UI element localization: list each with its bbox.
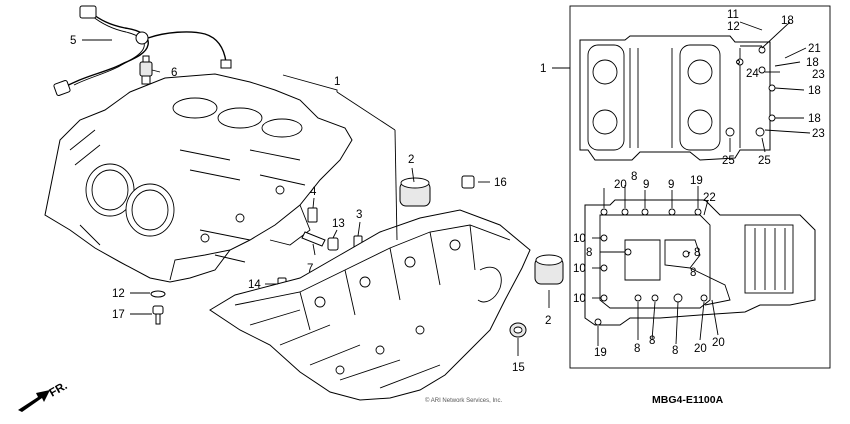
oil-pressure-switch-illustration xyxy=(139,55,153,85)
callout-12: 12 xyxy=(112,288,125,300)
callout-10-b: 10 xyxy=(573,263,586,275)
callout-8-b: 8 xyxy=(586,247,592,259)
callout-9-a: 9 xyxy=(643,179,649,191)
callout-21: 21 xyxy=(808,43,821,55)
callout-17: 17 xyxy=(112,309,125,321)
wire-harness-illustration xyxy=(53,5,232,96)
callout-10-c: 10 xyxy=(573,293,586,305)
callout-24: 24 xyxy=(746,68,759,80)
callout-2-top: 2 xyxy=(408,154,414,166)
lower-case-bottom-view xyxy=(584,199,816,326)
callout-8-e: 8 xyxy=(634,343,640,355)
diagram-code: MBG4-E1100A xyxy=(652,394,724,406)
callout-25-b: 25 xyxy=(758,155,771,167)
leader-lines-left xyxy=(82,39,550,356)
callout-2-right: 2 xyxy=(545,315,551,327)
callout-13: 13 xyxy=(332,218,345,230)
direction-label: FR. xyxy=(48,380,70,400)
callout-23-a: 23 xyxy=(812,69,825,81)
callout-25-a: 25 xyxy=(722,155,735,167)
callout-8-a: 8 xyxy=(631,171,637,183)
callout-10-a: 10 xyxy=(573,233,586,245)
copyright-notice: © ARI Network Services, Inc. xyxy=(425,397,502,404)
callouts-right-top: 11 12 18 21 18 23 24 18 18 23 25 25 xyxy=(722,9,825,167)
front-direction-arrow: FR. xyxy=(18,380,70,412)
callout-20-b: 20 xyxy=(694,343,707,355)
callouts-left: 5 6 1 2 16 4 3 13 7 14 12 17 2 15 xyxy=(70,35,551,374)
lower-crankcase-illustration xyxy=(209,209,531,401)
upper-crankcase-illustration xyxy=(44,73,353,283)
callout-5: 5 xyxy=(70,35,76,47)
callout-8-c: 8 xyxy=(694,247,700,259)
callout-16: 16 xyxy=(494,177,507,189)
leader-lines-right-bottom xyxy=(592,185,719,346)
callout-15: 15 xyxy=(512,362,525,374)
callouts-right-bottom: 20 8 9 9 19 22 10 8 8 10 8 10 19 8 8 8 2… xyxy=(573,171,725,359)
callout-9-b: 9 xyxy=(668,179,674,191)
callout-8-g: 8 xyxy=(672,345,678,357)
callout-22: 22 xyxy=(703,192,716,204)
callout-6: 6 xyxy=(171,67,177,79)
callout-14: 14 xyxy=(248,279,261,291)
callout-18-a: 18 xyxy=(781,15,794,27)
callout-23-b: 23 xyxy=(812,128,825,140)
callout-19-a: 19 xyxy=(690,175,703,187)
callout-20-c: 20 xyxy=(712,337,725,349)
callout-1-right: 1 xyxy=(540,63,546,75)
callout-7: 7 xyxy=(307,263,313,275)
callout-3: 3 xyxy=(356,209,362,221)
callout-1-left: 1 xyxy=(334,76,340,88)
callout-18-b: 18 xyxy=(806,57,819,69)
upper-case-top-view xyxy=(579,35,776,161)
callout-8-d: 8 xyxy=(690,267,696,279)
callout-4: 4 xyxy=(310,186,317,198)
callout-12-right: 12 xyxy=(727,21,740,33)
leader-lines-right-top xyxy=(729,21,811,153)
callout-18-c: 18 xyxy=(808,85,821,97)
callout-20-a: 20 xyxy=(614,179,627,191)
callout-11: 11 xyxy=(727,9,739,21)
callout-19-b: 19 xyxy=(594,347,607,359)
inset-frame: 1 xyxy=(540,5,831,369)
callout-18-d: 18 xyxy=(808,113,821,125)
callout-8-f: 8 xyxy=(649,335,655,347)
